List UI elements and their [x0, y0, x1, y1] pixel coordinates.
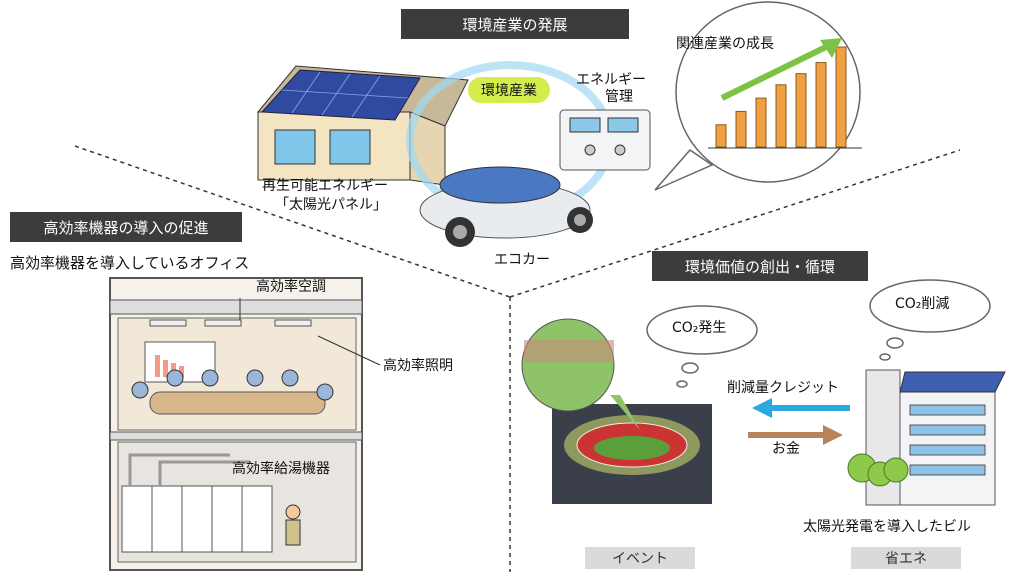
office-caption: 高効率機器を導入しているオフィス [10, 254, 250, 272]
growth-bar [795, 73, 807, 148]
growth-bubble [654, 1, 862, 191]
credit-label: 削減量クレジット [727, 380, 839, 396]
energy-meter-illustration [559, 109, 651, 171]
stadium-illustration [521, 318, 712, 504]
energy-management-label-1: エネルギー [576, 72, 646, 88]
growth-bar [835, 46, 847, 148]
renewable-energy-label-2: 「太陽光パネル」 [275, 197, 387, 213]
growth-bar [755, 97, 767, 148]
water-heater-label: 高効率給湯機器 [232, 461, 330, 477]
thought-bubbles [646, 279, 991, 388]
growth-bar [715, 124, 727, 148]
energy-saving-tag: 省エネ [851, 547, 961, 569]
growth-bar [735, 110, 747, 148]
eco-car-illustration [419, 166, 593, 247]
header-efficient-equipment: 高効率機器の導入の促進 [10, 212, 242, 242]
co2-reduction-label: CO₂削減 [895, 296, 950, 312]
header-industry-development: 環境産業の発展 [401, 9, 629, 39]
co2-emission-label: CO₂発生 [672, 320, 727, 336]
event-tag: イベント [585, 547, 695, 569]
flow-arrows [748, 398, 850, 445]
renewable-energy-label-1: 再生可能エネルギー [262, 178, 388, 194]
solar-building-illustration [847, 369, 1006, 506]
eco-car-label: エコカー [494, 252, 550, 268]
growth-bar [815, 62, 827, 148]
lighting-label: 高効率照明 [383, 358, 453, 374]
header-environmental-value: 環境価値の創出・循環 [652, 251, 868, 281]
air-conditioning-label: 高効率空調 [256, 279, 326, 295]
money-label: お金 [772, 441, 800, 457]
industry-pill: 環境産業 [468, 77, 550, 103]
house-illustration [256, 65, 469, 186]
section-dividers [74, 145, 961, 572]
growth-title: 関連産業の成長 [676, 36, 774, 52]
energy-management-label-2: 管理 [605, 89, 633, 105]
growth-bar [775, 84, 787, 148]
solar-building-caption: 太陽光発電を導入したビル [803, 519, 971, 535]
office-building [109, 277, 363, 571]
growth-bars [715, 46, 847, 148]
